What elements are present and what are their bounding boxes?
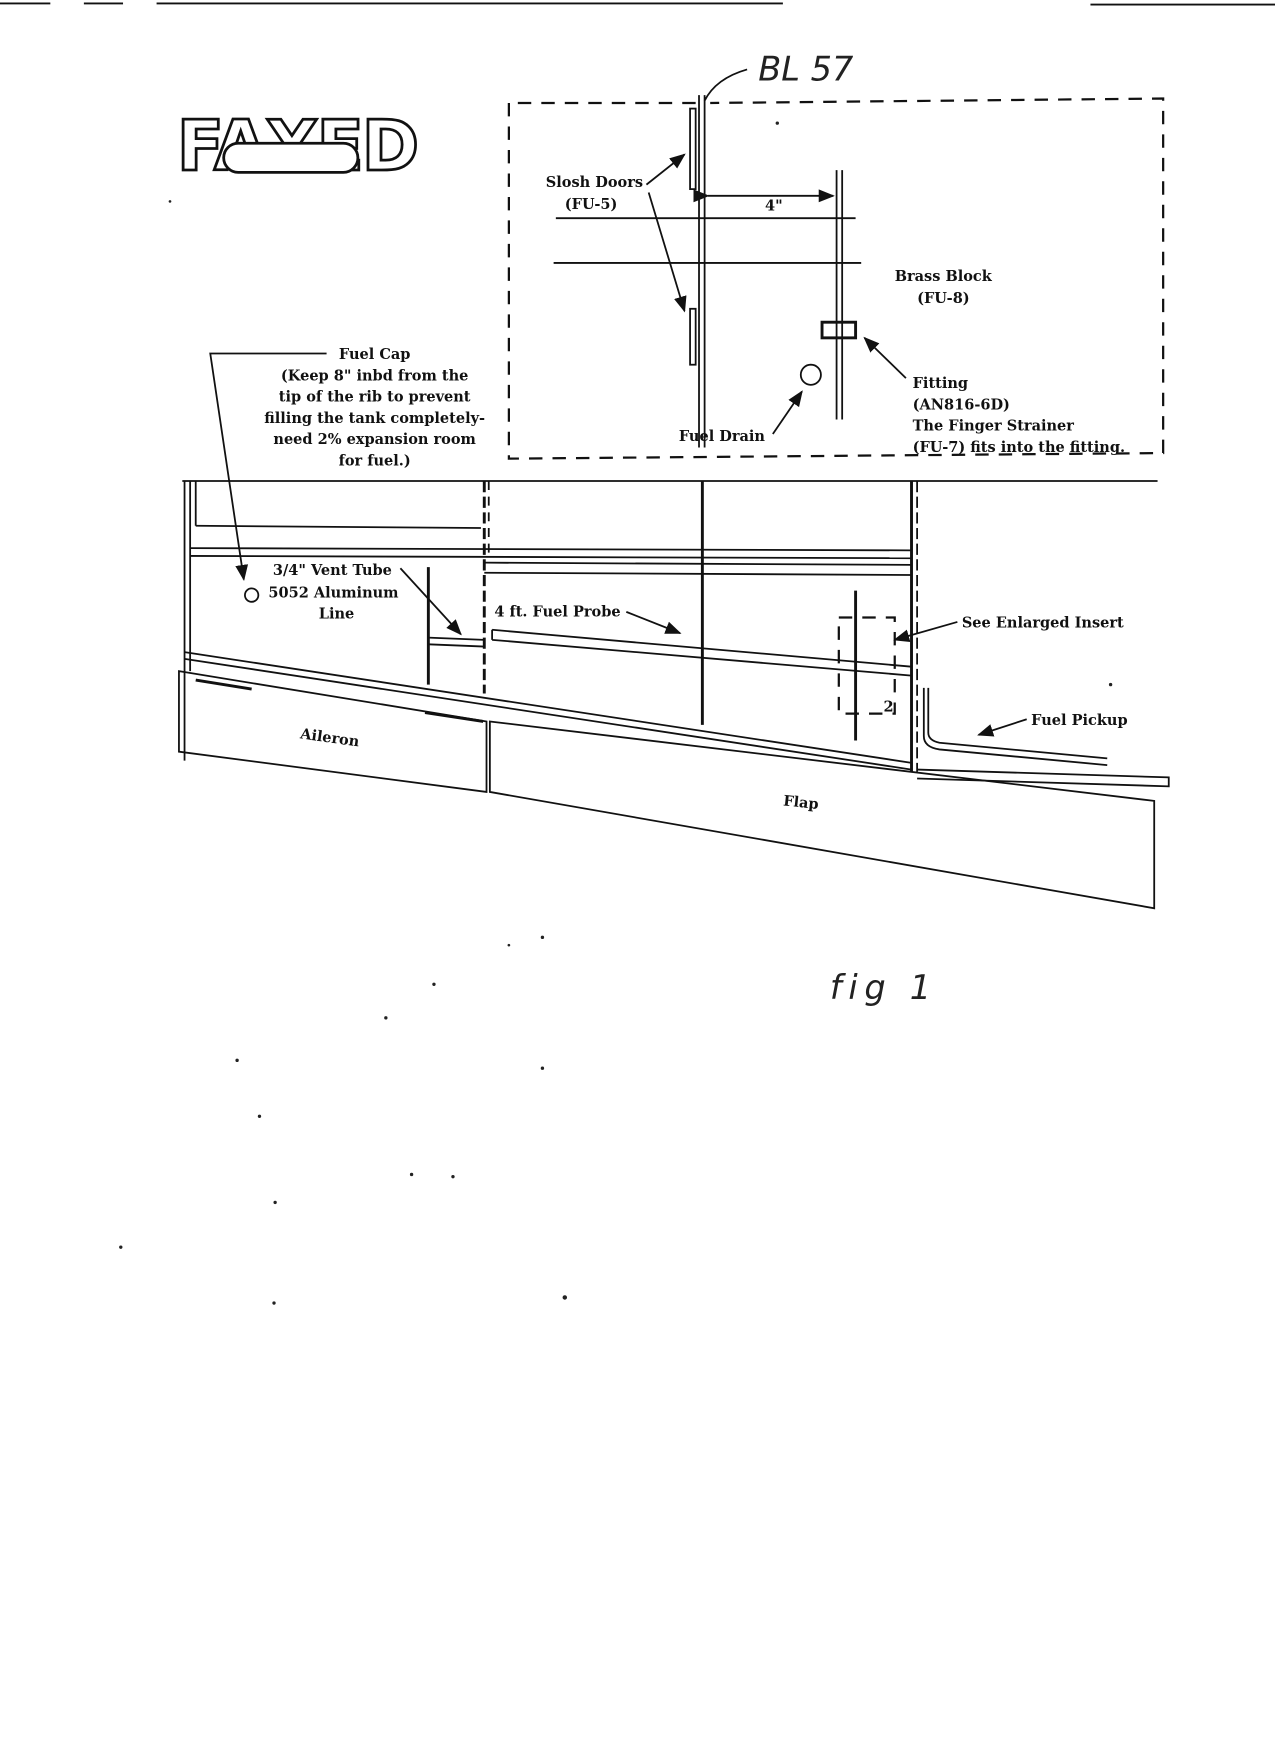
svg-text:Fitting: Fitting bbox=[913, 375, 968, 392]
insert-marker-box bbox=[837, 616, 896, 715]
svg-text:Flap: Flap bbox=[782, 792, 819, 813]
svg-text:See Enlarged Insert: See Enlarged Insert bbox=[962, 615, 1124, 632]
svg-text:The Finger Strainer: The Finger Strainer bbox=[913, 418, 1075, 435]
figure-label: fig 1 bbox=[830, 968, 938, 1007]
fuel-cap-callout: Fuel Cap (Keep 8" inbd from the tip of t… bbox=[209, 346, 485, 603]
svg-text:tip of the rib to prevent: tip of the rib to prevent bbox=[279, 389, 471, 406]
svg-text:Aileron: Aileron bbox=[298, 725, 361, 750]
svg-text:filling the tank completely-: filling the tank completely- bbox=[264, 410, 485, 427]
faxed-stamp: FAXED bbox=[175, 106, 420, 189]
flap bbox=[488, 720, 1156, 910]
fuel-cap-circle bbox=[244, 587, 260, 603]
svg-text:(FU-8): (FU-8) bbox=[917, 290, 970, 307]
svg-text:Brass Block: Brass Block bbox=[895, 268, 993, 285]
svg-text:for fuel.): for fuel.) bbox=[339, 452, 411, 469]
svg-text:Fuel Pickup: Fuel Pickup bbox=[1031, 712, 1127, 729]
svg-text:(AN816-6D): (AN816-6D) bbox=[913, 396, 1010, 413]
svg-text:(FU-7) fits into the fitting.: (FU-7) fits into the fitting. bbox=[913, 439, 1125, 456]
wing-tank-structure: 2 bbox=[178, 480, 1170, 910]
aileron bbox=[178, 670, 488, 793]
slosh-door-lower bbox=[689, 307, 697, 366]
svg-text:Slosh Doors: Slosh Doors bbox=[546, 174, 643, 191]
svg-text:need 2% expansion room: need 2% expansion room bbox=[273, 431, 476, 448]
svg-text:(FU-5): (FU-5) bbox=[565, 196, 618, 213]
fuel-drain-circle bbox=[799, 363, 822, 386]
brass-block-fitting bbox=[820, 320, 858, 340]
svg-text:Fuel Cap: Fuel Cap bbox=[339, 346, 411, 363]
fax-header-lines bbox=[0, 2, 1275, 6]
svg-text:Line: Line bbox=[319, 606, 355, 623]
enlarged-insert: 4" Slosh Doors (FU-5) Brass Block (FU-8)… bbox=[507, 95, 1165, 460]
svg-text:BL 57: BL 57 bbox=[758, 50, 854, 89]
svg-text:4 ft. Fuel Probe: 4 ft. Fuel Probe bbox=[494, 603, 620, 620]
svg-text:2: 2 bbox=[884, 698, 894, 715]
svg-text:3/4" Vent Tube: 3/4" Vent Tube bbox=[273, 562, 392, 579]
structure-labels: 3/4" Vent Tube 5052 Aluminum Line 4 ft. … bbox=[268, 562, 1127, 813]
svg-text:Fuel Drain: Fuel Drain bbox=[679, 428, 766, 445]
svg-text:4": 4" bbox=[765, 197, 783, 214]
fax-noise bbox=[119, 121, 1113, 1305]
bl57-annotation: BL 57 bbox=[703, 50, 854, 102]
slosh-door-upper bbox=[689, 107, 697, 191]
svg-text:(Keep 8" inbd from the: (Keep 8" inbd from the bbox=[281, 367, 468, 384]
svg-text:5052 Aluminum: 5052 Aluminum bbox=[268, 584, 399, 601]
